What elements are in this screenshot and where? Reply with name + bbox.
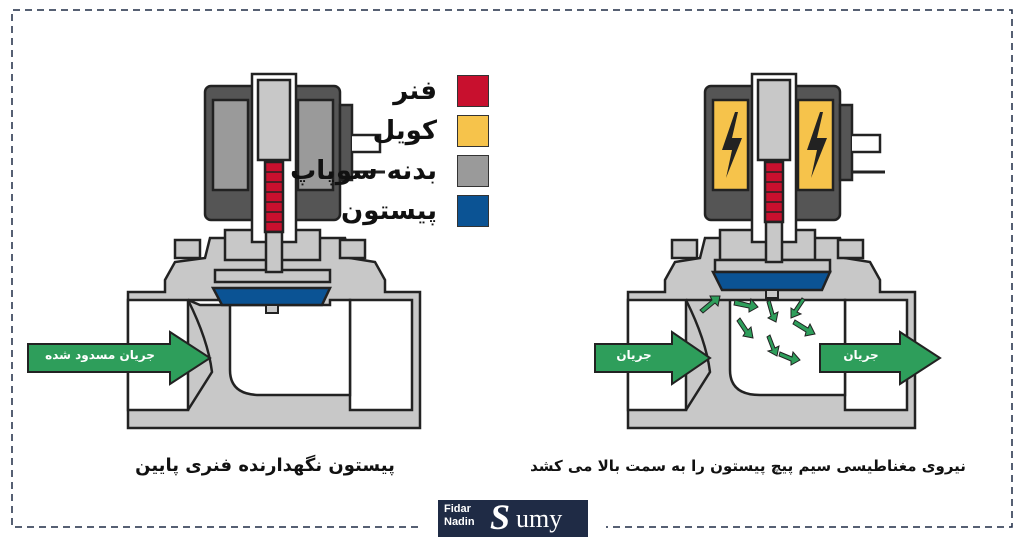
lightning-icon — [807, 112, 827, 178]
open-plunger — [713, 72, 832, 274]
small-flow-arrow — [790, 297, 806, 319]
small-flow-arrow — [778, 350, 801, 366]
blocked-flow-label: جریان مسدود شده — [45, 348, 155, 362]
valve-body-swatch-icon — [457, 155, 489, 187]
closed-plunger — [213, 72, 332, 284]
piston-swatch-icon — [457, 195, 489, 227]
small-flow-arrow — [733, 297, 759, 313]
legend-label: بدنه سوپاپ — [290, 156, 437, 186]
right-caption: نیروی مغناطیسی سیم پیچ پیستون را به سمت … — [530, 457, 966, 475]
logo-wordmark: umy — [516, 504, 563, 533]
open-valve-body — [626, 228, 917, 430]
open-piston — [710, 270, 832, 292]
lightning-icon — [722, 112, 742, 178]
small-flow-arrow — [766, 334, 780, 357]
blocked-flow-arrow — [27, 330, 212, 386]
small-flow-arrow — [766, 299, 779, 323]
flow-arrows-group — [699, 295, 816, 366]
inflow-arrow — [594, 330, 712, 386]
small-flow-arrow — [792, 319, 816, 337]
legend-label: فنر — [393, 76, 437, 106]
spring-swatch-icon — [457, 75, 489, 107]
legend-item-valve-body: بدنه سوپاپ — [290, 155, 489, 187]
legend-item-coil: کویل — [373, 115, 489, 147]
closed-valve-body — [126, 228, 422, 430]
logo-initial: S — [490, 497, 511, 537]
outflow-arrow — [819, 330, 942, 386]
legend-item-spring: فنر — [393, 75, 489, 107]
legend-item-piston: پیستون — [341, 195, 489, 227]
small-flow-arrow — [736, 317, 754, 339]
outflow-label: جریان — [843, 348, 879, 362]
left-caption: پیستون نگهدارنده فنری پایین — [135, 455, 395, 476]
legend-label: پیستون — [341, 196, 437, 226]
coil-swatch-icon — [457, 115, 489, 147]
legend-label: کویل — [372, 116, 437, 146]
inflow-label: جریان — [616, 348, 652, 362]
small-flow-arrow — [699, 295, 721, 314]
closed-piston — [210, 286, 332, 307]
